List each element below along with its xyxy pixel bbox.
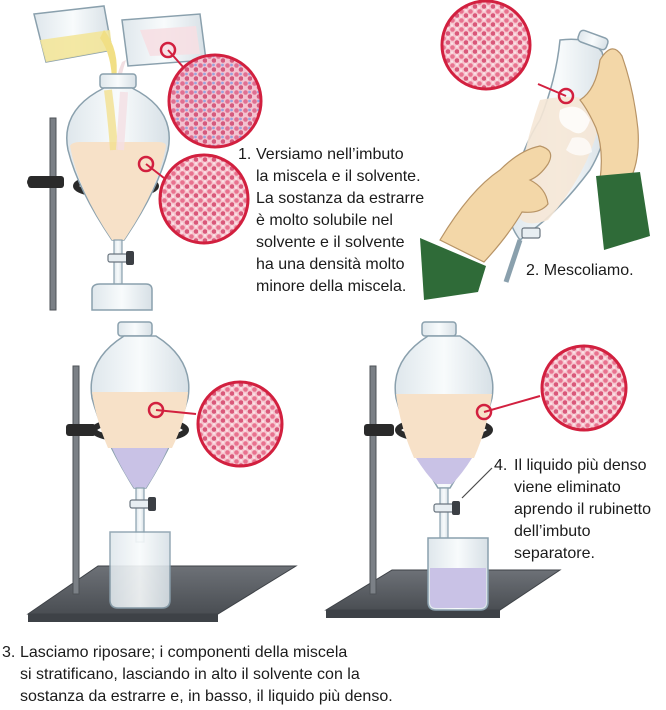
step-3-illustration <box>26 321 298 622</box>
magnifier-layers-icon <box>147 380 284 468</box>
magnifier-shaken-icon <box>440 0 575 105</box>
step-1-caption: 1. Versiamo nell’imbuto la miscela e il … <box>238 144 424 298</box>
collecting-beaker-icon <box>427 537 489 611</box>
step-3-caption: 3. Lasciamo riposare; i componenti della… <box>2 642 393 708</box>
step-3-line: si stratificano, lasciando in alto il so… <box>20 666 360 683</box>
step-1-line: è molto solubile nel <box>256 212 393 229</box>
step-2-illustration <box>420 0 650 300</box>
step-1-illustration <box>27 5 263 311</box>
step-4-caption: 4. Il liquido più denso viene eliminato … <box>494 455 651 565</box>
separatory-funnel-icon <box>90 321 190 543</box>
step-1-line: La sostanza da estrarre <box>256 190 425 207</box>
pointer-line <box>461 467 493 499</box>
step-4-illustration <box>324 321 628 618</box>
step-4-line: Il liquido più denso <box>514 457 647 474</box>
step-2-caption: 2. Mescoliamo. <box>526 260 634 282</box>
magnifier-solvent-icon <box>137 153 250 245</box>
step-1-number: 1. <box>238 146 252 163</box>
step-3-line: Lasciamo riposare; i componenti della mi… <box>20 644 348 661</box>
hands-icon <box>420 48 650 300</box>
step-4-line: dell’imbuto <box>514 523 591 540</box>
collecting-beaker-icon <box>109 531 171 609</box>
step-1-line: Versiamo nell’imbuto <box>256 146 404 163</box>
separatory-funnel-icon <box>394 321 494 568</box>
step-3-line: sostanza da estrarre e, in basso, il liq… <box>20 688 393 705</box>
step-4-line: viene eliminato <box>514 479 621 496</box>
step-4-line: aprendo il rubinetto <box>514 501 651 518</box>
step-3-number: 3. <box>2 644 16 661</box>
magnifier-solvent-layer-icon <box>475 344 628 432</box>
step-1-line: la miscela e il solvente. <box>256 168 421 185</box>
step-1-line: ha una densità molto <box>256 256 405 273</box>
magnifier-mixture-icon <box>159 41 263 149</box>
separatory-funnel-icon <box>66 73 170 293</box>
step-1-line: minore della miscela. <box>256 278 407 295</box>
step-4-number: 4. <box>494 457 508 474</box>
step-2-number: 2. <box>526 262 540 279</box>
step-1-line: solvente e il solvente <box>256 234 405 251</box>
collecting-beaker-icon <box>91 283 153 311</box>
pouring-beaker-left-icon <box>33 5 117 84</box>
step-4-line: separatore. <box>514 545 595 562</box>
step-2-line: Mescoliamo. <box>543 262 634 279</box>
